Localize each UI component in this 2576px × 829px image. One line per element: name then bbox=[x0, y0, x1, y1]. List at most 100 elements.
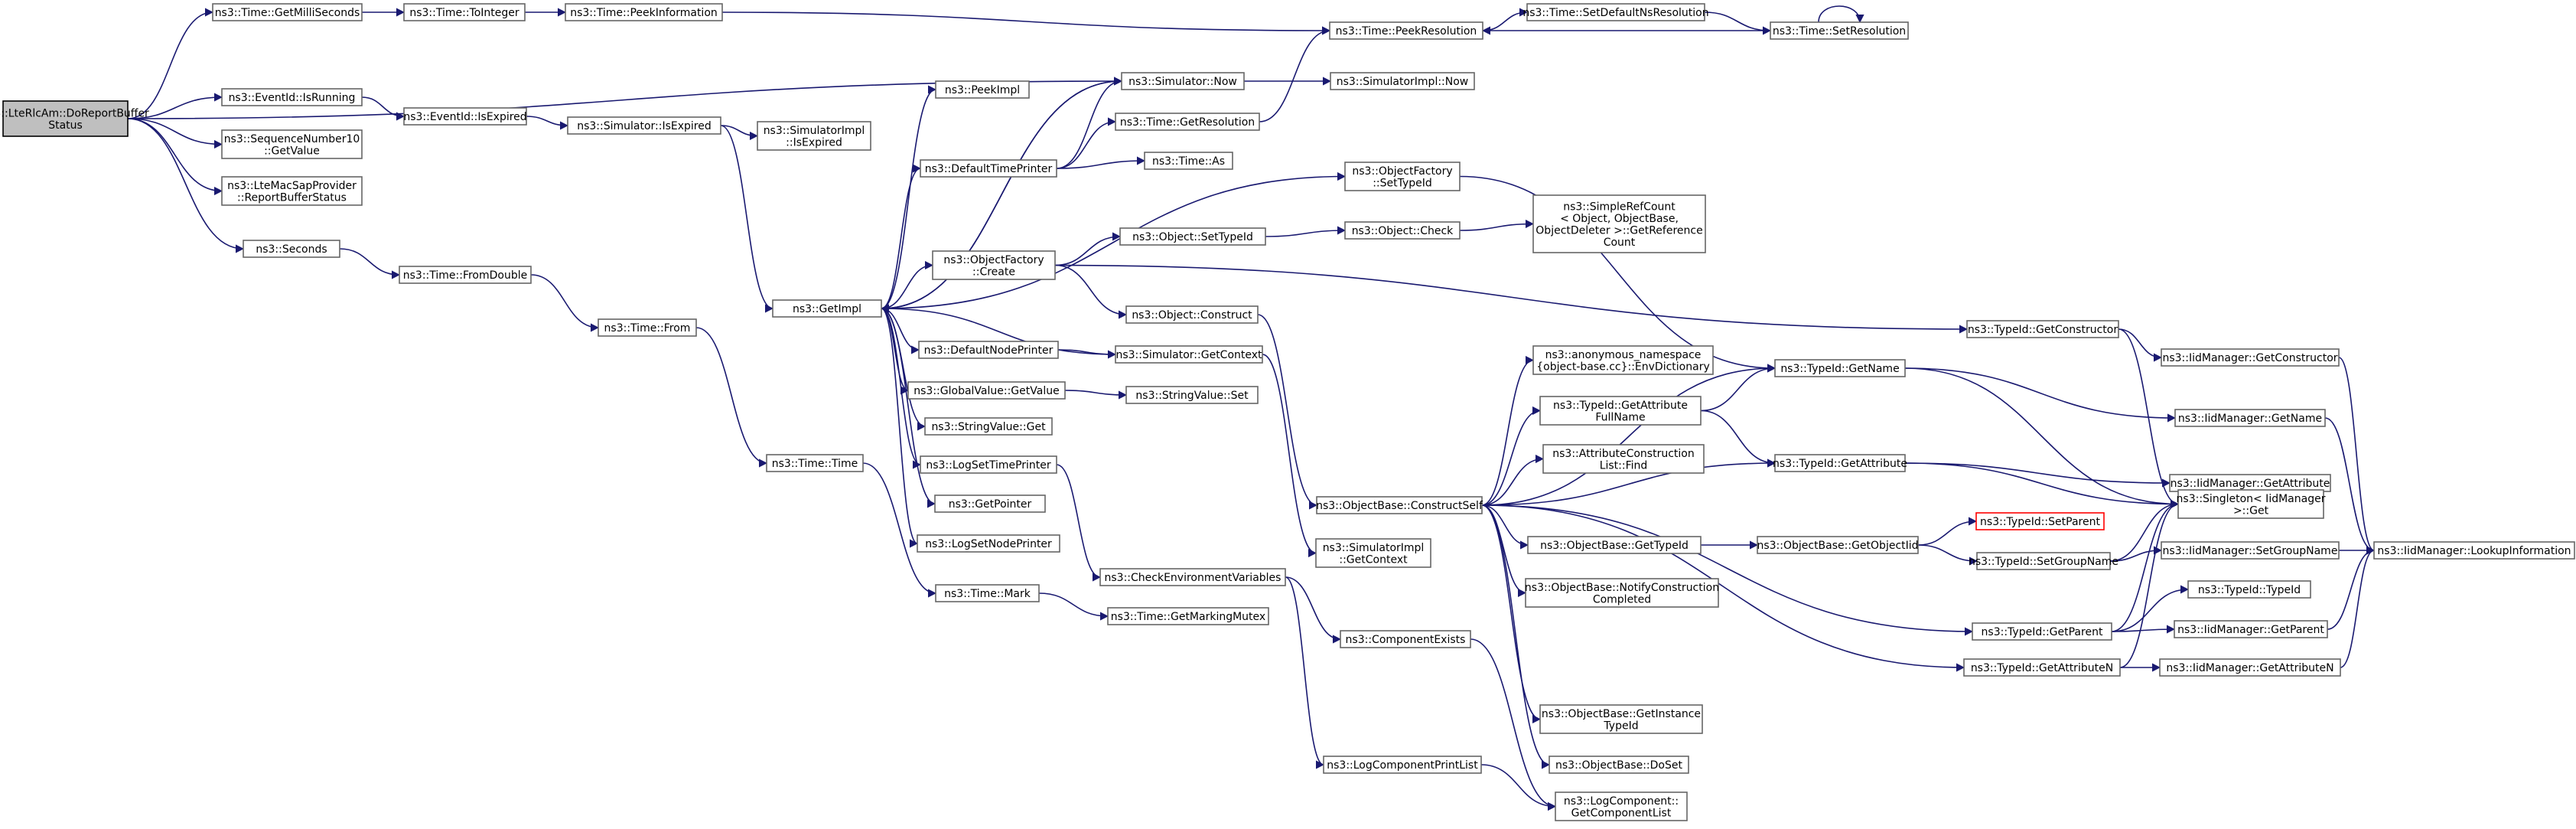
node-sim-get-ctx[interactable]: ns3::Simulator::GetContext bbox=[1115, 345, 1263, 364]
node-label: ns3::TypeId::TypeId bbox=[2198, 584, 2301, 596]
node-label: FullName bbox=[1595, 411, 1645, 423]
node-label: ns3::Object::Check bbox=[1352, 225, 1454, 237]
node-time-as[interactable]: ns3::Time::As bbox=[1144, 152, 1233, 170]
node-seq-get[interactable]: ns3::SequenceNumber10::GetValue bbox=[221, 129, 363, 159]
node-tid-get-name[interactable]: ns3::TypeId::GetName bbox=[1774, 359, 1906, 377]
node-iid-get-name[interactable]: ns3::IidManager::GetName bbox=[2174, 409, 2326, 427]
node-time-time[interactable]: ns3::Time::Time bbox=[766, 454, 864, 472]
node-sim-impl-expired[interactable]: ns3::SimulatorImpl::IsExpired bbox=[757, 121, 871, 151]
node-label: ns3::TypeId::SetParent bbox=[1980, 516, 2100, 528]
node-get-milli[interactable]: ns3::Time::GetMilliSeconds bbox=[212, 3, 363, 21]
node-def-time-printer[interactable]: ns3::DefaultTimePrinter bbox=[920, 159, 1057, 178]
node-get-object-iid[interactable]: ns3::ObjectBase::GetObjectIid bbox=[1757, 536, 1919, 554]
edge-time-mark-to-get-mark-mutex bbox=[1038, 592, 1109, 621]
node-event-running[interactable]: ns3::EventId::IsRunning bbox=[221, 88, 363, 106]
node-sim-impl-get-ctx[interactable]: ns3::SimulatorImpl::GetContext bbox=[1315, 538, 1431, 568]
node-obj-check[interactable]: ns3::Object::Check bbox=[1344, 221, 1461, 240]
node-global-get[interactable]: ns3::GlobalValue::GetValue bbox=[907, 381, 1066, 400]
node-box bbox=[2373, 541, 2575, 560]
node-tid-set-group[interactable]: ns3::TypeId::SetGroupName bbox=[1969, 552, 2118, 570]
node-def-node-printer[interactable]: ns3::DefaultNodePrinter bbox=[918, 341, 1059, 359]
node-event-expired[interactable]: ns3::EventId::IsExpired bbox=[403, 107, 527, 126]
node-check-env[interactable]: ns3::CheckEnvironmentVariables bbox=[1099, 568, 1286, 586]
node-sim-expired[interactable]: ns3::Simulator::IsExpired bbox=[567, 116, 721, 135]
node-tid-type-id[interactable]: ns3::TypeId::TypeId bbox=[2187, 580, 2311, 599]
node-from-double[interactable]: ns3::Time::FromDouble bbox=[399, 266, 532, 284]
node-peek-res[interactable]: ns3::Time::PeekResolution bbox=[1329, 21, 1483, 40]
node-tid-set-parent[interactable]: ns3::TypeId::SetParent bbox=[1975, 512, 2105, 530]
node-peek-info[interactable]: ns3::Time::PeekInformation bbox=[565, 3, 723, 21]
node-time-mark[interactable]: ns3::Time::Mark bbox=[935, 584, 1040, 602]
node-box bbox=[2161, 348, 2340, 367]
node-label: ns3::ObjectFactory bbox=[943, 254, 1044, 266]
node-set-res[interactable]: ns3::Time::SetResolution bbox=[1770, 21, 1909, 40]
node-obj-fac-set-type[interactable]: ns3::ObjectFactory::SetTypeId bbox=[1344, 162, 1461, 191]
edge-get-impl-to-log-set-node bbox=[881, 308, 919, 548]
node-log-set-node[interactable]: ns3::LogSetNodePrinter bbox=[917, 534, 1060, 553]
edge-log-set-time-to-check-env bbox=[1056, 464, 1102, 582]
node-box bbox=[1107, 607, 1269, 625]
node-sim-now[interactable]: ns3::Simulator::Now bbox=[1121, 72, 1245, 90]
node-get-pointer[interactable]: ns3::GetPointer bbox=[934, 494, 1046, 513]
edge-tid-get-attr-to-singleton bbox=[1904, 462, 2180, 509]
edges-layer bbox=[127, 5, 2376, 811]
node-time-from[interactable]: ns3::Time::From bbox=[598, 318, 697, 337]
edge-obj-construct-to-construct-self bbox=[1257, 314, 1318, 510]
edge-sim-expired-to-sim-impl-expired bbox=[720, 125, 759, 141]
edge-get-impl-to-def-time-printer bbox=[881, 164, 922, 309]
node-env-dict[interactable]: ns3::anonymous_namespace{object-base.cc}… bbox=[1532, 345, 1714, 375]
node-log-set-time[interactable]: ns3::LogSetTimePrinter bbox=[920, 455, 1057, 474]
node-obj-construct[interactable]: ns3::Object::Construct bbox=[1125, 305, 1259, 324]
node-str-set[interactable]: ns3::StringValue::Set bbox=[1125, 386, 1259, 404]
node-box bbox=[1774, 359, 1906, 377]
node-box bbox=[2174, 409, 2326, 427]
node-seconds[interactable]: ns3::Seconds bbox=[243, 240, 340, 258]
node-iid-get-attr-n[interactable]: ns3::IidManager::GetAttributeN bbox=[2159, 658, 2341, 677]
node-sim-impl-now[interactable]: ns3::SimulatorImpl::Now bbox=[1330, 72, 1475, 90]
node-label: ns3::ObjectFactory bbox=[1352, 165, 1452, 178]
node-tid-get-attr-n[interactable]: ns3::TypeId::GetAttributeN bbox=[1963, 658, 2121, 677]
node-construct-self[interactable]: ns3::ObjectBase::ConstructSelf bbox=[1316, 496, 1483, 514]
node-to-integer[interactable]: ns3::Time::ToInteger bbox=[403, 3, 526, 21]
edge-tid-get-ctor-to-iid-get-ctor bbox=[2118, 328, 2163, 362]
node-tid-get-attr[interactable]: ns3::TypeId::GetAttribute bbox=[1773, 454, 1907, 472]
node-time-get-res[interactable]: ns3::Time::GetResolution bbox=[1115, 113, 1260, 131]
node-box bbox=[1757, 536, 1919, 554]
node-obj-set-type[interactable]: ns3::Object::SetTypeId bbox=[1119, 227, 1266, 246]
node-iid-get-attr[interactable]: ns3::IidManager::GetAttribute bbox=[2169, 474, 2331, 492]
node-box bbox=[772, 299, 882, 318]
node-comp-exists[interactable]: ns3::ComponentExists bbox=[1340, 630, 1471, 648]
edge-get-impl-to-obj-fac-set-type bbox=[881, 171, 1347, 309]
node-iid-set-group[interactable]: ns3::IidManager::SetGroupName bbox=[2161, 541, 2340, 560]
node-box bbox=[1315, 538, 1431, 568]
node-tid-get-ctor[interactable]: ns3::TypeId::GetConstructor bbox=[1966, 320, 2119, 338]
node-log-print-list[interactable]: ns3::LogComponentPrintList bbox=[1323, 756, 1482, 774]
node-mac-sap[interactable]: ns3::LteMacSapProvider::ReportBufferStat… bbox=[221, 176, 363, 206]
edge-construct-self-to-do-set bbox=[1481, 504, 1551, 769]
node-peek-impl[interactable]: ns3::PeekImpl bbox=[935, 80, 1030, 99]
node-log-get-list[interactable]: ns3::LogComponent::GetComponentList bbox=[1555, 791, 1688, 821]
node-get-impl[interactable]: ns3::GetImpl bbox=[772, 299, 882, 318]
node-iid-get-ctor[interactable]: ns3::IidManager::GetConstructor bbox=[2161, 348, 2340, 367]
node-do-set[interactable]: ns3::ObjectBase::DoSet bbox=[1549, 756, 1689, 774]
node-str-get[interactable]: ns3::StringValue::Get bbox=[924, 417, 1053, 436]
node-lookup[interactable]: ns3::IidManager::LookupInformation bbox=[2373, 541, 2575, 560]
node-singleton[interactable]: ns3::Singleton< IidManager>::Get bbox=[2177, 489, 2326, 519]
node-tid-get-parent[interactable]: ns3::TypeId::GetParent bbox=[1972, 622, 2112, 641]
node-iid-get-parent[interactable]: ns3::IidManager::GetParent bbox=[2174, 620, 2328, 638]
node-obj-fac-create[interactable]: ns3::ObjectFactory::Create bbox=[932, 250, 1056, 280]
node-simple-ref[interactable]: ns3::SimpleRefCount< Object, ObjectBase,… bbox=[1532, 194, 1706, 253]
node-set-def-ns[interactable]: ns3::Time::SetDefaultNsResolution bbox=[1522, 3, 1709, 21]
node-label: ns3::Time::As bbox=[1152, 155, 1225, 168]
node-label: ns3::GetPointer bbox=[949, 498, 1032, 511]
node-get-mark-mutex[interactable]: ns3::Time::GetMarkingMutex bbox=[1107, 607, 1269, 625]
edge-check-env-to-log-print-list bbox=[1285, 576, 1325, 769]
node-box bbox=[598, 318, 697, 337]
node-ob-get-type-id[interactable]: ns3::ObjectBase::GetTypeId bbox=[1527, 536, 1702, 554]
node-label: GetComponentList bbox=[1571, 807, 1672, 819]
node-notify-const[interactable]: ns3::ObjectBase::NotifyConstructionCompl… bbox=[1525, 578, 1719, 608]
